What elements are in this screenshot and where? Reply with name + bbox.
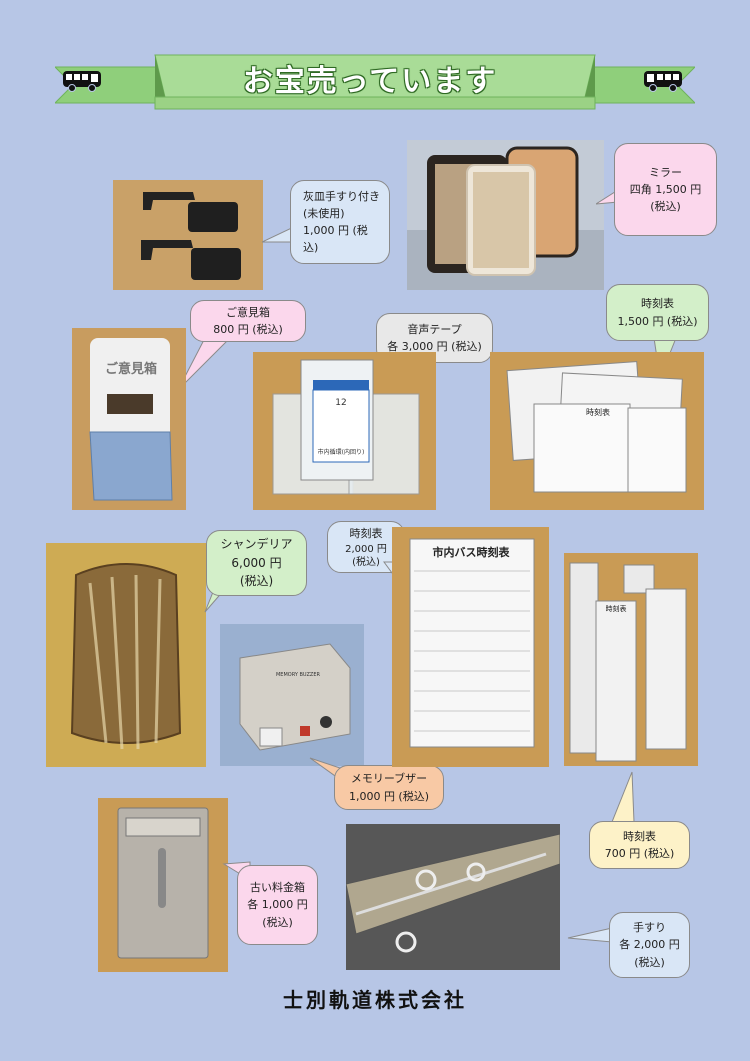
ashtray-name: 灰皿手すり付き: [303, 189, 380, 203]
chandelier-photo: [46, 543, 206, 767]
memory-buzzer-label: MEMORY BUZZER: [275, 672, 320, 678]
ashtray-bubble: 灰皿手すり付き (未使用) 1,000 円 (税込): [290, 180, 390, 264]
timetable700-price: 700 円 (税込): [604, 847, 675, 860]
chandelier-bubble: シャンデリア 6,000 円 (税込): [206, 530, 307, 596]
farebox-tax: (税込): [262, 915, 293, 929]
tape-name: 音声テープ: [407, 322, 462, 336]
handrail-name: 手すり: [633, 921, 666, 935]
buzzer-name: メモリーブザー: [350, 772, 428, 786]
timetable700-label: 時刻表: [605, 605, 627, 613]
tape-label-number: 12: [335, 398, 347, 408]
bus-icon-left: [63, 71, 101, 92]
timetable1500-price: 1,500 円 (税込): [617, 314, 698, 328]
timetable700-bubble-tail: [611, 771, 635, 823]
chandelier-tax: (税込): [239, 574, 274, 589]
timetable1500-name: 時刻表: [641, 297, 674, 311]
chandelier-price: 6,000 円: [231, 555, 282, 570]
timetable1500-label: 時刻表: [586, 408, 610, 417]
buzzer-bubble: メモリーブザー 1,000 円 (税込): [334, 765, 444, 810]
timetable2000-tax: (税込): [352, 556, 380, 568]
chandelier-name: シャンデリア: [220, 537, 293, 552]
handrail-tax: (税込): [634, 955, 665, 969]
fare-box-photo: [98, 798, 228, 972]
suggestion-box-photo: [72, 328, 186, 510]
memory-buzzer-photo: [220, 624, 364, 766]
handrail-bubble: 手すり 各 2,000 円 (税込): [609, 912, 690, 978]
suggestion-price: 800 円 (税込): [213, 323, 283, 336]
farebox-name: 古い料金箱: [250, 881, 305, 895]
mirror-name: ミラー: [649, 165, 682, 179]
ashtray-note: (未使用): [303, 206, 345, 220]
suggestion-name: ご意見箱: [226, 305, 270, 319]
company-name: 士別軌道株式会社: [283, 988, 467, 1012]
bus-icon-right: [644, 71, 682, 92]
buzzer-price: 1,000 円 (税込): [348, 789, 430, 803]
timetable1500-bubble: 時刻表 1,500 円 (税込): [606, 284, 709, 341]
mirror-photo: [407, 140, 604, 290]
mirror-tax: (税込): [650, 200, 681, 214]
ashtray-price: 1,000 円 (税込): [303, 224, 368, 255]
banner-title: お宝売っています: [242, 64, 498, 99]
suggestion-box-label: ご意見箱: [104, 362, 157, 377]
timetable2000-photo: [392, 527, 549, 767]
mirror-price: 四角 1,500 円: [629, 182, 702, 196]
timetable2000-price: 2,000 円: [345, 543, 387, 555]
timetable700-photo: [564, 553, 698, 766]
timetable700-name: 時刻表: [623, 829, 656, 843]
tape-label-route: 市内循環(内回り): [317, 449, 365, 456]
audio-tape-photo: [253, 352, 436, 510]
ashtray-photo: [113, 180, 263, 290]
suggestion-bubble: ご意見箱 800 円 (税込): [190, 300, 306, 342]
timetable2000-name: 時刻表: [349, 527, 383, 541]
handrail-price: 各 2,000 円: [619, 938, 680, 952]
handrail-photo: [346, 824, 560, 970]
tape-price: 各 3,000 円 (税込): [387, 340, 482, 353]
mirror-bubble: ミラー 四角 1,500 円 (税込): [614, 143, 717, 236]
timetable2000-label: 市内バス時刻表: [432, 546, 510, 559]
timetable700-bubble: 時刻表 700 円 (税込): [589, 821, 690, 869]
farebox-price: 各 1,000 円: [247, 898, 308, 912]
farebox-bubble: 古い料金箱 各 1,000 円 (税込): [237, 865, 318, 945]
timetable1500-photo: [490, 352, 704, 510]
